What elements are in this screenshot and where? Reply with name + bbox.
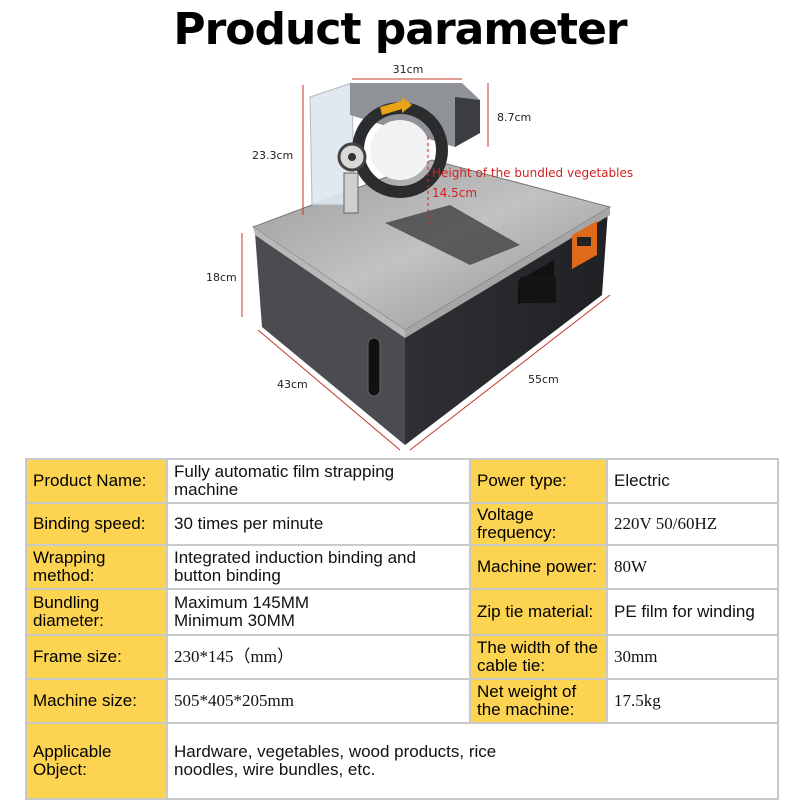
machine-power-label: Machine power: [469, 544, 608, 590]
page-title: Product parameter [173, 4, 627, 55]
applicable-value: Hardware, vegetables, wood products, ric… [166, 722, 779, 800]
dim-bundle-height: 14.5cm [432, 186, 477, 200]
table-row: Frame size: 230*145（mm） The width of the… [25, 634, 779, 680]
tie-width-label: The width of the cable tie: [469, 634, 608, 680]
bundling-max: Maximum 145MM [174, 593, 310, 612]
machine-body [251, 159, 612, 445]
zip-tie-label: Zip tie material: [469, 588, 608, 636]
dim-length: 55cm [528, 373, 559, 386]
dim-body-height: 18cm [206, 271, 237, 284]
table-row: Wrapping method: Integrated induction bi… [25, 544, 779, 590]
tie-width-value: 30mm [606, 634, 779, 680]
dim-width-top: 31cm [393, 63, 424, 76]
voltage-value: 220V 50/60HZ [606, 502, 779, 546]
table-row: Bundling diameter: Maximum 145MM Minimum… [25, 588, 779, 636]
table-row: Binding speed: 30 times per minute Volta… [25, 502, 779, 546]
strapping-head [309, 82, 480, 214]
dimension-lines [241, 78, 611, 451]
bundling-min: Minimum 30MM [174, 611, 295, 630]
dim-arm-height: 23.3cm [252, 149, 293, 162]
product-name-label: Product Name: [25, 458, 168, 504]
power-type-label: Power type: [469, 458, 608, 504]
bundling-label: Bundling diameter: [25, 588, 168, 636]
wrapping-value: Integrated induction binding and button … [166, 544, 471, 590]
power-type-value: Electric [606, 458, 779, 504]
machine-size-label: Machine size: [25, 678, 168, 724]
frame-size-value: 230*145（mm） [166, 634, 471, 680]
spec-table: Product Name: Fully automatic film strap… [25, 458, 779, 800]
table-row: Applicable Object: Hardware, vegetables,… [25, 722, 779, 800]
binding-speed-label: Binding speed: [25, 502, 168, 546]
dim-bundle-label: Height of the bundled vegetables [432, 166, 633, 180]
frame-size-label: Frame size: [25, 634, 168, 680]
table-row: Machine size: 505*405*205mm Net weight o… [25, 678, 779, 724]
table-row: Product Name: Fully automatic film strap… [25, 458, 779, 504]
net-weight-label: Net weight of the machine: [469, 678, 608, 724]
applicable-label: Applicable Object: [25, 722, 168, 800]
dim-head-height: 8.7cm [497, 111, 531, 124]
binding-speed-value: 30 times per minute [166, 502, 471, 546]
wrapping-label: Wrapping method: [25, 544, 168, 590]
product-illustration: 31cm 8.7cm 23.3cm Height of the bundled … [206, 63, 633, 451]
voltage-label: Voltage frequency: [469, 502, 608, 546]
net-weight-value: 17.5kg [606, 678, 779, 724]
zip-tie-value: PE film for winding [606, 588, 779, 636]
machine-size-value: 505*405*205mm [166, 678, 471, 724]
product-name-value: Fully automatic film strapping machine [166, 458, 471, 504]
machine-power-value: 80W [606, 544, 779, 590]
dim-depth: 43cm [277, 378, 308, 391]
bundling-value: Maximum 145MM Minimum 30MM [166, 588, 471, 636]
